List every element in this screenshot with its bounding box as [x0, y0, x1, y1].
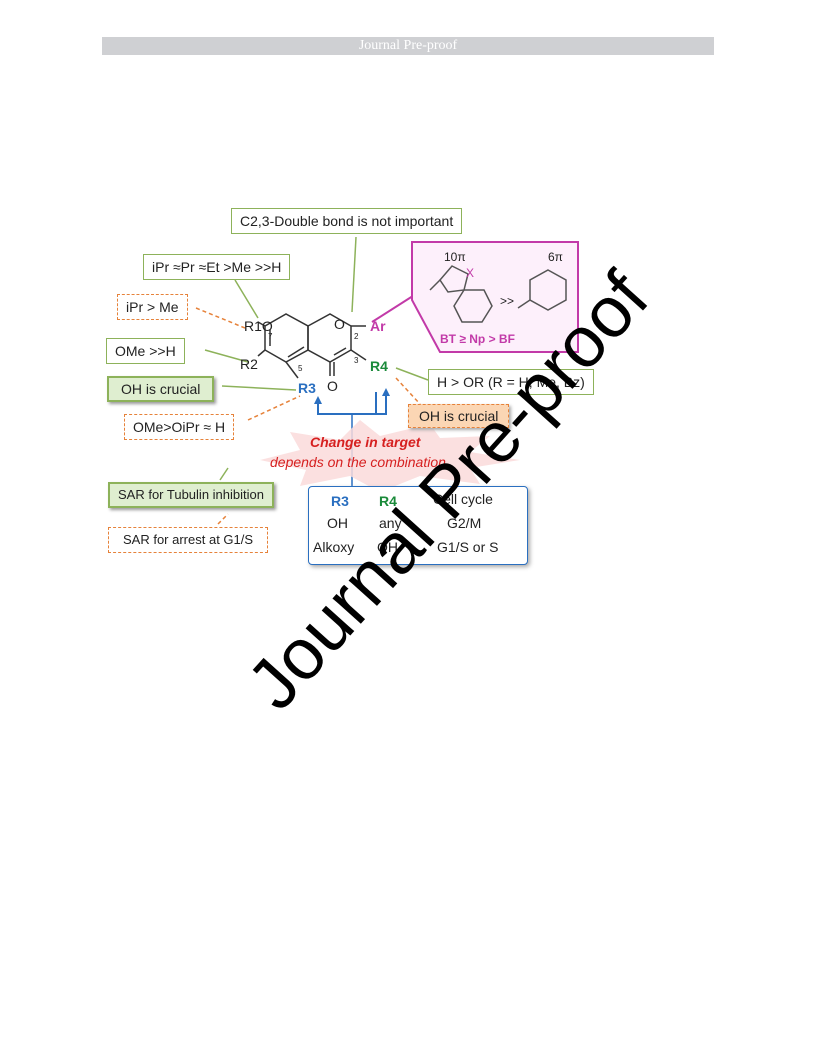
label-6pi: 6π — [548, 250, 563, 264]
table-row1-r3: OH — [327, 515, 348, 531]
atom-ring-oxygen: O — [334, 316, 345, 332]
position-7: 7 — [268, 332, 273, 341]
blue-arrow-bracket — [317, 392, 377, 415]
position-2: 2 — [354, 332, 359, 341]
connector-ar — [371, 293, 417, 323]
change-in-target-text: Change in target — [310, 434, 421, 450]
table-row2-cycle: G1/S or S — [437, 539, 499, 555]
atom-r2: R2 — [240, 356, 258, 372]
phenyl-structure — [517, 269, 567, 311]
label-sar-arrest: SAR for arrest at G1/S — [108, 527, 269, 553]
connector-oh-right — [395, 377, 421, 405]
atom-r1o: R1O — [244, 318, 273, 334]
connector-oh-left — [221, 385, 297, 391]
table-header-cell-cycle: Cell cycle — [433, 491, 493, 507]
label-ome-oipr: OMe>OiPr ≈ H — [124, 414, 235, 440]
connector-ipr-me — [195, 307, 246, 329]
label-ipr-me: iPr > Me — [117, 294, 188, 320]
flavone-skeleton — [257, 313, 367, 379]
table-row2-r3: Alkoxy — [313, 539, 355, 555]
label-sar-tubulin: SAR for Tubulin inhibition — [108, 482, 274, 508]
atom-r4: R4 — [370, 358, 388, 374]
table-row1-cycle: G2/M — [447, 515, 482, 531]
label-c23-double-bond: C2,3-Double bond is not important — [231, 208, 463, 234]
depends-on-combination-text: depends on the combination — [270, 454, 446, 470]
aromatic-inset-panel — [411, 241, 579, 353]
connector-ome-oipr — [247, 395, 301, 421]
position-5: 5 — [298, 364, 303, 373]
blue-arrow-bracket-right — [376, 392, 387, 415]
label-ipr-order: iPr ≈Pr ≈Et >Me >>H — [143, 254, 291, 280]
journal-preproof-banner: Journal Pre-proof — [102, 37, 714, 55]
table-header-r3: R3 — [331, 493, 349, 509]
label-aromatic-order: BT ≥ Np > BF — [440, 332, 515, 346]
table-row1-r4: any — [379, 515, 402, 531]
change-burst — [260, 420, 520, 492]
connector-sar-tubulin — [219, 467, 229, 481]
label-much-greater: >> — [500, 294, 515, 308]
label-h-or: H > OR (R = H, Me, Bz) — [428, 369, 594, 395]
label-oh-crucial-left: OH is crucial — [107, 376, 215, 402]
label-10pi: 10π — [444, 250, 466, 264]
connector-sar-arrest — [217, 513, 229, 525]
benzothiophene-structure — [429, 265, 493, 323]
atom-ar: Ar — [370, 318, 386, 334]
label-ome-h: OMe >>H — [106, 338, 185, 364]
connector-ome — [204, 349, 249, 363]
connector-c23 — [351, 236, 357, 313]
cell-cycle-table: R3 R4 Cell cycle OH any G2/M Alkoxy OH G… — [308, 486, 528, 565]
atom-x: X — [466, 266, 475, 280]
table-row2-r4: OH — [377, 539, 398, 555]
atom-keto-oxygen: O — [327, 378, 338, 394]
atom-r3: R3 — [298, 380, 316, 396]
connector-h-or — [395, 367, 429, 381]
position-3: 3 — [354, 356, 359, 365]
table-header-r4: R4 — [379, 493, 397, 509]
label-oh-crucial-right: OH is crucial — [408, 404, 510, 428]
connector-ipr — [234, 279, 259, 319]
